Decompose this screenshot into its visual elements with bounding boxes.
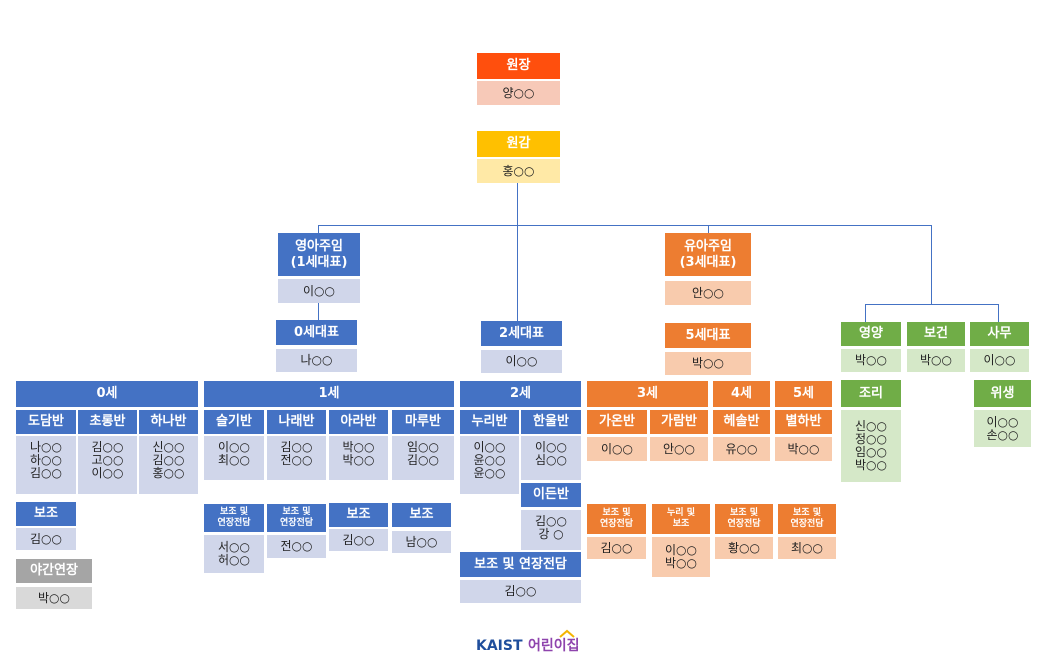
assistant-a4-name: 황○○ [715,537,773,559]
connector-line [318,303,319,320]
class-byeolhana-title: 별하반 [775,410,832,434]
connector-line [318,225,319,233]
age3-header: 3세 [587,381,708,407]
age4-header: 4세 [713,381,770,407]
assistant-a3-2-names: 이○○ 박○○ [652,537,710,577]
assistant-a1-1-names: 서○○ 허○○ [204,535,264,573]
assistant-a1-4-title: 보조 [392,503,451,527]
health-title: 보건 [907,322,965,346]
assistant-a3-1-name: 김○○ [587,537,646,559]
rep2-name: 이○○ [481,350,562,373]
assistant-a1-3-name: 김○○ [329,529,388,551]
connector-line [517,182,518,226]
class-seulgi-title: 슬기반 [204,410,264,434]
connector-line [517,225,518,321]
class-gaon-names: 이○○ [587,437,647,461]
toddler-head-title: 유아주임 (3세대표) [665,233,751,276]
rep0-name: 나○○ [276,349,357,372]
hygiene-title: 위생 [974,380,1031,407]
age1-header: 1세 [204,381,454,407]
class-chorong-title: 초롱반 [78,410,137,434]
class-ara-names: 박○○ 박○○ [329,436,388,480]
class-nuri-title: 누리반 [460,410,519,434]
class-seulgi-names: 이○○ 최○○ [204,436,264,480]
class-narae-names: 김○○ 전○○ [267,436,326,480]
class-hana-title: 하나반 [139,410,198,434]
night-extension-name: 박○○ [16,587,92,609]
director-title: 원장 [477,53,560,79]
class-narae-title: 나래반 [267,410,326,434]
hygiene-names: 이○○ 손○○ [974,410,1031,447]
assistant-a3-2-title: 누리 및 보조 [652,504,710,534]
vice-director-title: 원감 [477,131,560,157]
class-maru-title: 마루반 [392,410,454,434]
connector-line [931,225,932,305]
connector-line [708,225,709,233]
assistant-a5-name: 최○○ [778,537,836,559]
assistant-a5-title: 보조 및 연장전담 [778,504,836,534]
class-hanul-names: 이○○ 심○○ [521,436,581,480]
connector-line [318,225,932,226]
class-dodam-names: 나○○ 하○○ 김○○ [16,436,76,494]
assistant-a3-1-title: 보조 및 연장전담 [587,504,646,534]
rep5-name: 박○○ [665,352,751,375]
class-ara-title: 아라반 [329,410,388,434]
class-hanul-title: 한울반 [521,410,581,434]
assistant-a2-name: 김○○ [460,580,581,603]
class-ideun-title: 이든반 [521,483,581,507]
assistant-a1-4-name: 남○○ [392,531,451,553]
rep2-title: 2세대표 [481,321,562,346]
assistant-a0-title: 보조 [16,502,76,526]
logo-kaist-text: KAIST [476,638,523,654]
infant-head-name: 이○○ [278,279,360,303]
night-extension-title: 야간연장 [16,559,92,583]
infant-head-title: 영아주임 (1세대표) [278,233,360,276]
assistant-a1-3-title: 보조 [329,503,388,527]
rep0-title: 0세대표 [276,320,357,345]
assistant-a2-title: 보조 및 연장전담 [460,552,581,577]
class-byeolhana-names: 박○○ [775,437,832,461]
age0-header: 0세 [16,381,198,407]
assistant-a0-name: 김○○ [16,528,76,550]
assistant-a1-2-title: 보조 및 연장전담 [267,504,326,532]
assistant-a1-2-names: 전○○ [267,535,326,558]
office-name: 이○○ [970,349,1029,372]
assistant-a4-title: 보조 및 연장전담 [715,504,773,534]
class-chorong-names: 김○○ 고○○ 이○○ [78,436,137,494]
age2-header: 2세 [460,381,581,407]
nutrition-title: 영양 [841,322,901,346]
class-dodam-title: 도담반 [16,410,76,434]
connector-line [865,304,866,322]
class-garam-title: 가람반 [650,410,708,434]
vice-director-name: 홍○○ [477,159,560,183]
cooking-title: 조리 [841,380,901,407]
class-garam-names: 안○○ [650,437,708,461]
age5-header: 5세 [775,381,832,407]
class-hana-names: 신○○ 김○○ 홍○○ [139,436,198,494]
nutrition-name: 박○○ [841,349,901,372]
connector-line [865,304,999,305]
logo-roof-icon [559,629,575,638]
office-title: 사무 [970,322,1029,346]
class-gaon-title: 가온반 [587,410,647,434]
logo-kids-text: 어린이집 [528,637,580,654]
cooking-names: 신○○ 정○○ 임○○ 박○○ [841,410,901,482]
rep5-title: 5세대표 [665,323,751,348]
class-hesol-names: 유○○ [713,437,770,461]
health-name: 박○○ [907,349,965,372]
assistant-a1-1-title: 보조 및 연장전담 [204,504,264,532]
connector-line [998,304,999,322]
class-maru-names: 임○○ 김○○ [392,436,454,480]
class-nuri-names: 이○○ 윤○○ 윤○○ [460,436,519,494]
kaist-kids-logo: KAIST 어린이집 [476,629,580,654]
director-name: 양○○ [477,81,560,105]
class-hesol-title: 헤솔반 [713,410,770,434]
class-ideun-names: 김○○ 강 ○ [521,510,581,550]
toddler-head-name: 안○○ [665,281,751,305]
